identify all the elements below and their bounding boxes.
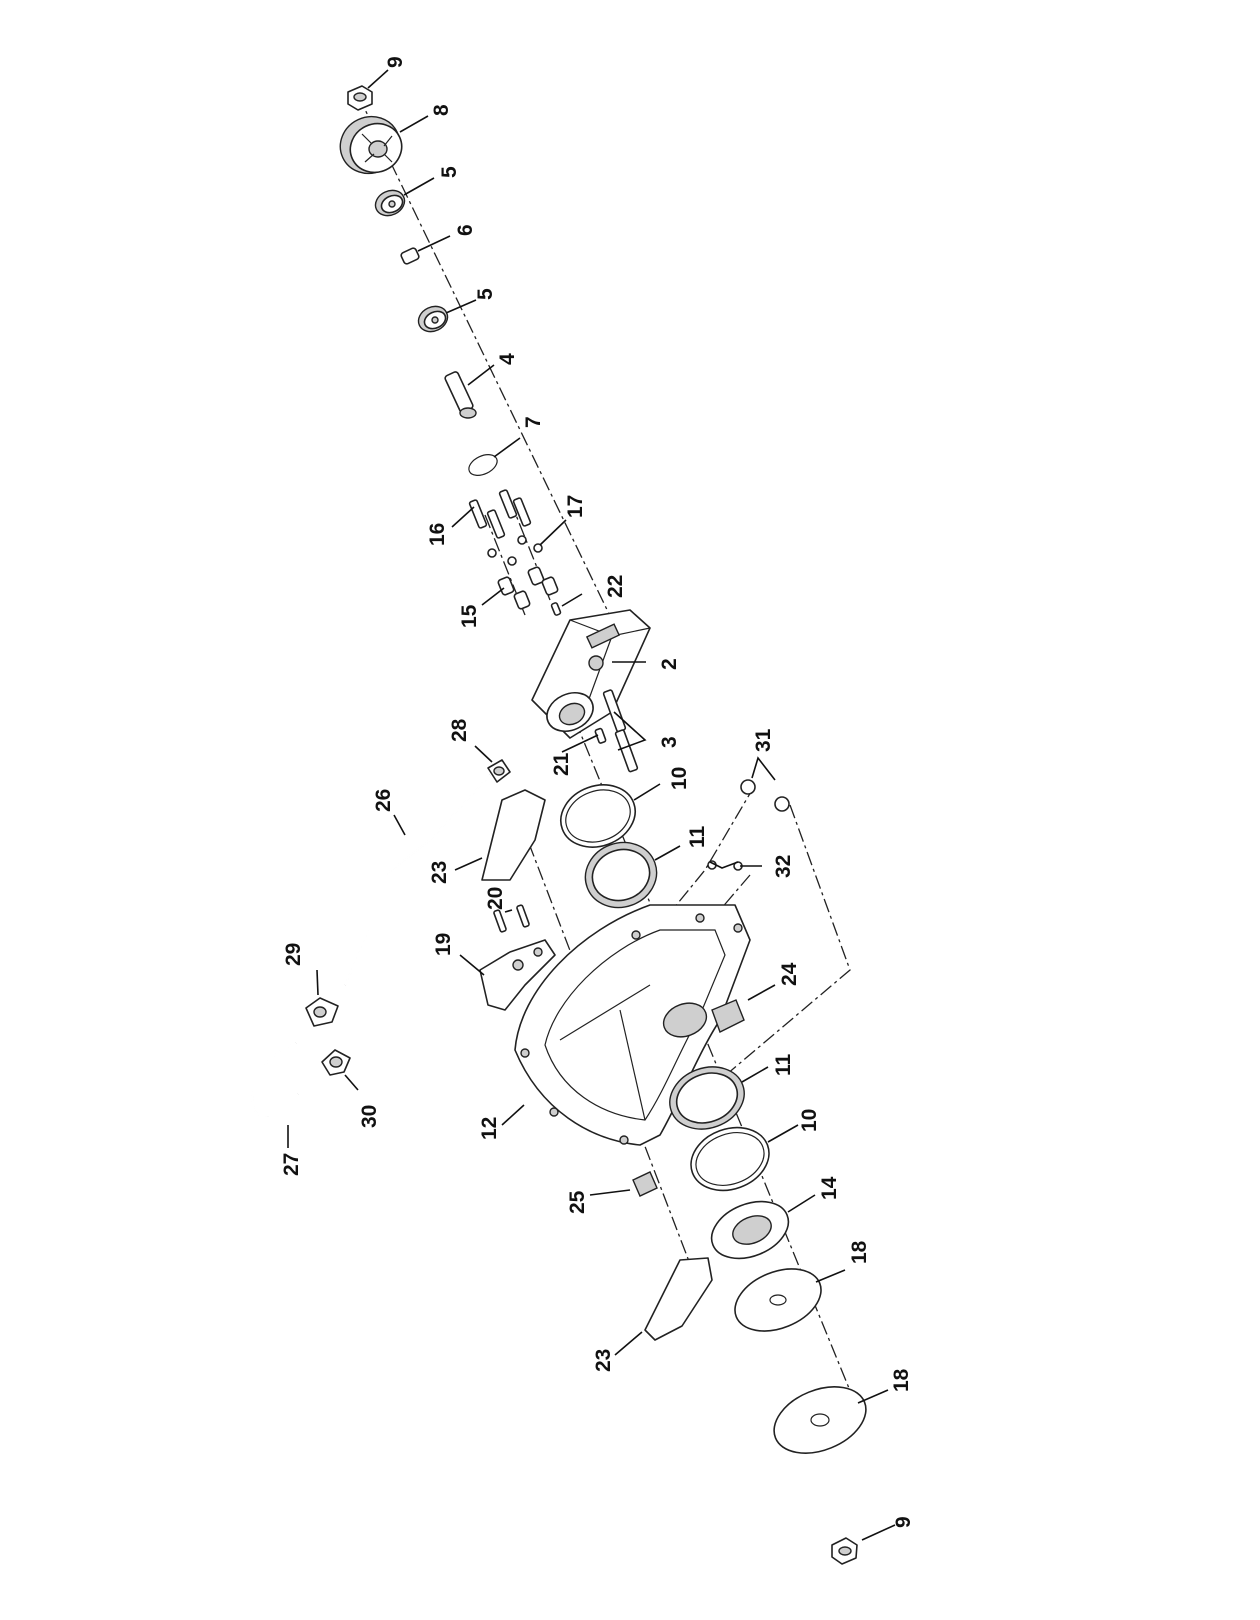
callout-4: 4 bbox=[496, 353, 519, 365]
part-14-flange bbox=[703, 1191, 797, 1269]
part-16-screws bbox=[469, 490, 531, 539]
callout-5-upper: 5 bbox=[438, 166, 461, 178]
callout-9-bottom: 9 bbox=[892, 1516, 915, 1528]
callout-14: 14 bbox=[818, 1176, 841, 1200]
part-23-flap-upper bbox=[482, 790, 545, 880]
part-8-pulley bbox=[331, 107, 410, 183]
part-9-nut-bottom bbox=[832, 1538, 857, 1564]
part-5-bearing-upper bbox=[371, 186, 408, 220]
callout-16: 16 bbox=[426, 523, 449, 546]
callout-18-lower: 18 bbox=[890, 1368, 913, 1392]
part-5-bearing-lower bbox=[414, 302, 451, 336]
callout-8: 8 bbox=[430, 104, 453, 116]
callout-27: 27 bbox=[280, 1153, 303, 1176]
part-18-washer-lower bbox=[764, 1374, 875, 1466]
callout-11-lower: 11 bbox=[772, 1053, 795, 1076]
part-25-block bbox=[633, 1172, 657, 1196]
callout-20: 20 bbox=[484, 887, 507, 910]
part-18-washer-upper bbox=[726, 1257, 830, 1343]
callout-19: 19 bbox=[432, 933, 455, 956]
part-15-bushings bbox=[497, 566, 558, 609]
callout-32: 32 bbox=[772, 855, 795, 878]
part-30-tee bbox=[322, 1050, 350, 1075]
callout-18-upper: 18 bbox=[848, 1240, 871, 1264]
callout-11-upper: 11 bbox=[686, 825, 709, 848]
callout-10-upper: 10 bbox=[668, 767, 691, 790]
callout-3: 3 bbox=[658, 736, 681, 748]
part-17-washers bbox=[488, 536, 542, 565]
part-2-arm-housing bbox=[532, 610, 650, 738]
part-10-seal-lower bbox=[682, 1117, 778, 1201]
callout-25: 25 bbox=[566, 1190, 589, 1214]
callout-29: 29 bbox=[282, 943, 305, 966]
callout-31: 31 bbox=[752, 728, 775, 752]
callout-30: 30 bbox=[358, 1105, 381, 1128]
knob-axis-31-a bbox=[660, 785, 755, 925]
callout-2: 2 bbox=[658, 658, 681, 670]
callout-6: 6 bbox=[454, 224, 477, 236]
part-26-hose bbox=[345, 775, 490, 985]
callout-28: 28 bbox=[448, 718, 471, 742]
callout-15: 15 bbox=[458, 604, 481, 628]
callout-7: 7 bbox=[522, 416, 545, 428]
part-29-elbow bbox=[306, 998, 338, 1026]
callout-17: 17 bbox=[564, 495, 587, 518]
callout-23-lower: 23 bbox=[592, 1349, 615, 1372]
callout-24: 24 bbox=[778, 962, 801, 986]
callout-26: 26 bbox=[372, 789, 395, 812]
part-4-shaft bbox=[444, 371, 476, 418]
part-9-nut-top bbox=[348, 86, 372, 110]
part-22-screw bbox=[551, 602, 561, 615]
part-27-u-hose bbox=[252, 1043, 298, 1116]
callout-23-upper: 23 bbox=[428, 861, 451, 884]
part-3-bolts bbox=[603, 690, 638, 773]
callout-10-lower: 10 bbox=[798, 1109, 821, 1132]
callout-12: 12 bbox=[478, 1117, 501, 1140]
callout-22: 22 bbox=[604, 575, 627, 598]
part-28-fitting bbox=[488, 760, 510, 782]
callout-5-lower: 5 bbox=[474, 288, 497, 300]
main-axis-upper bbox=[358, 95, 612, 620]
part-23-flap-lower bbox=[645, 1258, 712, 1340]
callout-21: 21 bbox=[550, 752, 573, 776]
part-6-spacer bbox=[400, 247, 420, 265]
part-7-retaining-ring bbox=[466, 451, 501, 480]
callout-9-top: 9 bbox=[384, 56, 407, 68]
